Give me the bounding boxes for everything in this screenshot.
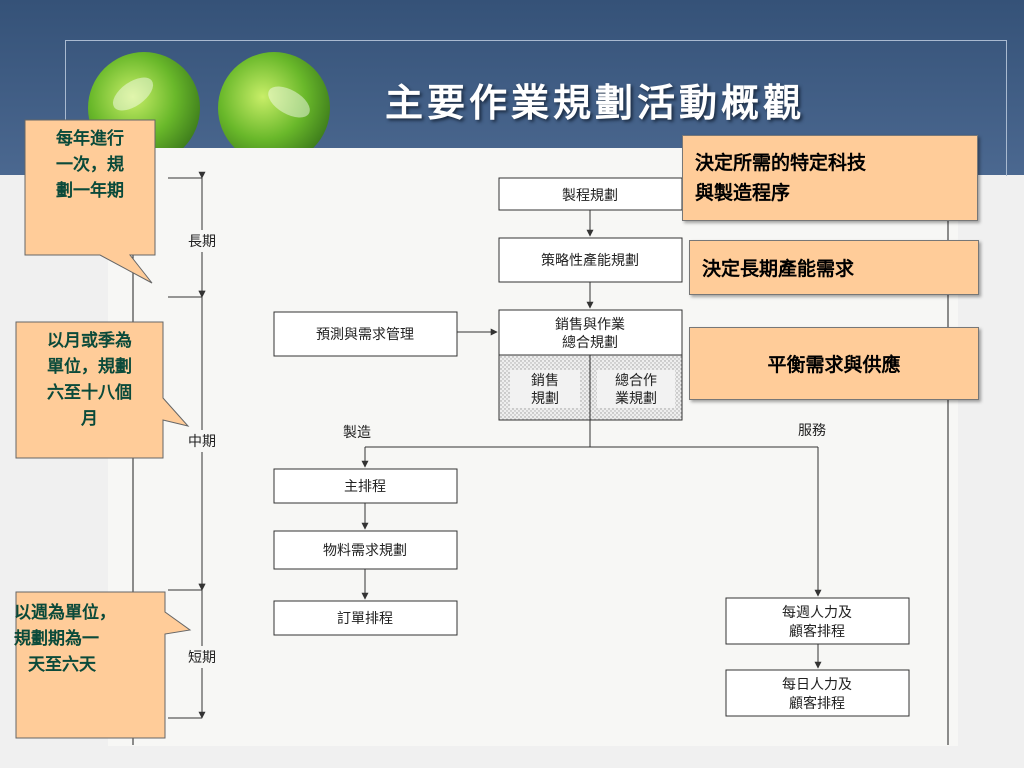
aggregate-ops-label-line1: 總合作 bbox=[615, 372, 657, 389]
callout-weekly-text: 以週為單位， 規劃期為一 天至六天 bbox=[14, 600, 166, 678]
daily-schedule-box bbox=[725, 669, 910, 717]
strategic-capacity-label: 策略性產能規劃 bbox=[541, 252, 639, 269]
sop-label-line1: 銷售與作業 bbox=[555, 317, 625, 333]
order-scheduling-label: 訂單排程 bbox=[337, 611, 393, 627]
sales-planning-label-line1: 銷售 bbox=[531, 373, 559, 389]
callout-yearly-text: 每年進行 一次，規 劃一年期 bbox=[25, 126, 155, 204]
forecast-demand-label: 預測與需求管理 bbox=[316, 327, 414, 343]
sop-label-line2: 總合規劃 bbox=[562, 334, 618, 351]
forecast-demand-box bbox=[273, 311, 458, 357]
mrp-label: 物料需求規劃 bbox=[323, 543, 407, 559]
master-schedule-label: 主排程 bbox=[344, 479, 386, 495]
process-planning-label: 製程規劃 bbox=[562, 188, 618, 204]
callout-monthly-text: 以月或季為 單位，規劃 六至十八個 月 bbox=[16, 328, 163, 432]
callout-weekly-line: 天至六天 bbox=[28, 655, 96, 675]
weekly-schedule-box bbox=[725, 597, 910, 645]
slide-title: 主要作業規劃活動概觀 bbox=[385, 80, 806, 125]
strategic-capacity-box bbox=[498, 237, 683, 283]
annotation-balance: 平衡需求與供應 bbox=[689, 327, 979, 400]
callout-monthly-line: 單位，規劃 bbox=[47, 357, 132, 377]
annotation-tech-process: 決定所需的特定科技 與製造程序 bbox=[682, 135, 978, 221]
callout-yearly-line: 劃一年期 bbox=[56, 181, 124, 201]
callout-monthly-bubble bbox=[15, 321, 190, 459]
annotation-long-capacity-text: 決定長期產能需求 bbox=[702, 258, 855, 280]
leaf-image-2 bbox=[218, 52, 330, 164]
long-term-label: 長期 bbox=[188, 234, 216, 250]
sales-planning-label-line2: 規劃 bbox=[531, 391, 559, 407]
aggregate-ops-label-line2: 業規劃 bbox=[615, 391, 657, 407]
daily-schedule-label-line1: 每日人力及 bbox=[782, 677, 852, 693]
mid-term-label: 中期 bbox=[188, 434, 216, 450]
callout-yearly-bubble bbox=[24, 119, 156, 284]
callout-monthly-line: 以月或季為 bbox=[47, 331, 132, 351]
callout-weekly-line: 規劃期為一 bbox=[14, 629, 99, 649]
weekly-schedule-label-line1: 每週人力及 bbox=[782, 605, 852, 621]
master-schedule-box bbox=[273, 468, 458, 504]
weekly-schedule-label-line2: 顧客排程 bbox=[789, 623, 845, 640]
annotation-long-capacity: 決定長期產能需求 bbox=[689, 240, 979, 295]
manufacturing-label: 製造 bbox=[343, 425, 371, 441]
callout-weekly-bubble bbox=[15, 591, 192, 739]
banner-frame bbox=[65, 40, 1007, 176]
annotation-tech-process-line: 決定所需的特定科技 bbox=[695, 152, 867, 174]
daily-schedule-label-line2: 顧客排程 bbox=[789, 695, 845, 712]
services-label: 服務 bbox=[798, 423, 826, 439]
callout-monthly-line: 六至十八個 bbox=[47, 383, 132, 403]
callout-yearly-line: 一次，規 bbox=[56, 155, 124, 175]
annotation-balance-text: 平衡需求與供應 bbox=[767, 354, 901, 376]
callout-yearly-line: 每年進行 bbox=[56, 129, 124, 149]
short-term-label: 短期 bbox=[188, 650, 216, 666]
order-scheduling-box bbox=[273, 600, 458, 636]
process-planning-box bbox=[498, 177, 683, 211]
callout-weekly-line: 以週為單位， bbox=[14, 603, 116, 623]
callout-monthly-line: 月 bbox=[81, 409, 98, 429]
annotation-tech-process-line: 與製造程序 bbox=[695, 182, 791, 204]
